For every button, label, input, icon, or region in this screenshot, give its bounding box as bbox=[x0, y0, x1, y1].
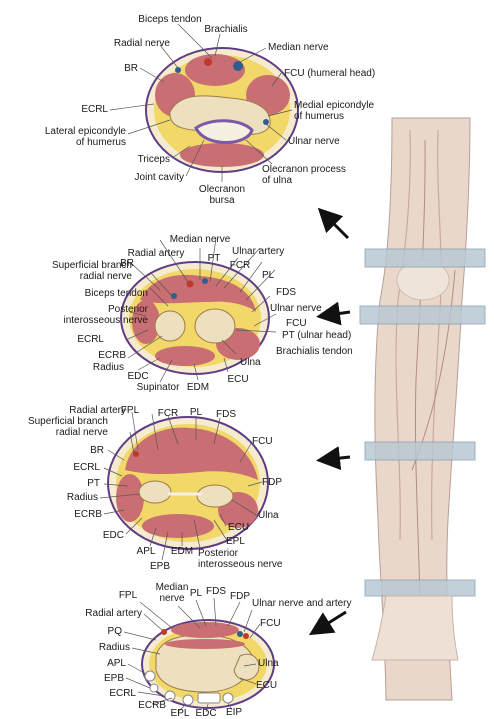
section-band-1 bbox=[365, 249, 485, 267]
label-joint-cavity: Joint cavity bbox=[135, 172, 184, 183]
label-ecrb-2: ECRB bbox=[98, 350, 126, 361]
section-band-4 bbox=[365, 580, 475, 596]
label-supinator: Supinator bbox=[137, 382, 180, 393]
label-edm-2: EDM bbox=[187, 382, 209, 393]
label-fcu-3: FCU bbox=[252, 436, 273, 447]
label-brachialis: Brachialis bbox=[204, 24, 247, 35]
label-fpl-3: FPL bbox=[121, 405, 139, 416]
label-fds-4: FDS bbox=[206, 586, 226, 597]
label-ulna-4: Ulna bbox=[258, 658, 279, 669]
label-ulnar-nerve: Ulnar nerve bbox=[288, 136, 340, 147]
label-apl-4: APL bbox=[107, 658, 126, 669]
label-fdp-4: FDP bbox=[230, 591, 250, 602]
label-ecu-3: ECU bbox=[228, 522, 249, 533]
label-epl-4: EPL bbox=[171, 708, 190, 719]
label-pt-2: PT bbox=[208, 253, 221, 264]
arrow-4 bbox=[314, 612, 346, 632]
label-radial-artery-4: Radial artery bbox=[85, 608, 142, 619]
label-radius-4: Radius bbox=[99, 642, 130, 653]
forearm-illustration bbox=[360, 118, 485, 700]
label-fds-2: FDS bbox=[276, 287, 296, 298]
label-fpl-4: FPL bbox=[119, 590, 137, 601]
label-epb-4: EPB bbox=[104, 673, 124, 684]
section-band-2 bbox=[360, 306, 485, 324]
label-radial-nerve: Radial nerve bbox=[114, 38, 170, 49]
label-eip: EIP bbox=[226, 707, 242, 718]
label-fcu-humeral-head: FCU (humeral head) bbox=[284, 68, 375, 79]
label-edc-3: EDC bbox=[103, 530, 124, 541]
label-medial-epicondyle: Medial epicondyle of humerus bbox=[294, 100, 374, 122]
label-median-nerve-4: Median nerve bbox=[156, 582, 189, 604]
section-wrist bbox=[124, 598, 274, 712]
label-fcu-2: FCU bbox=[286, 318, 307, 329]
label-fcr-3: FCR bbox=[158, 408, 179, 419]
section-band-3 bbox=[365, 442, 475, 460]
label-edc-2: EDC bbox=[127, 371, 148, 382]
label-median-nerve: Median nerve bbox=[268, 42, 329, 53]
label-edm-3: EDM bbox=[171, 546, 193, 557]
label-fdp-3: FDP bbox=[262, 477, 282, 488]
label-posterior-interosseous-2: Posterior interosseous nerve bbox=[64, 304, 149, 326]
label-radius-2: Radius bbox=[93, 362, 124, 373]
label-median-nerve-2: Median nerve bbox=[170, 234, 231, 245]
arrow-1 bbox=[322, 212, 348, 238]
label-epb-3: EPB bbox=[150, 561, 170, 572]
label-ulna-2: Ulna bbox=[240, 357, 261, 368]
label-olecranon-process: Olecranon process of ulna bbox=[262, 164, 346, 186]
label-pq: PQ bbox=[108, 626, 122, 637]
label-olecranon-bursa: Olecranon bursa bbox=[199, 184, 245, 206]
label-biceps-tendon: Biceps tendon bbox=[138, 14, 201, 25]
label-radius-3: Radius bbox=[67, 492, 98, 503]
label-radial-artery-2: Radial artery bbox=[128, 248, 185, 259]
label-ecrb-3: ECRB bbox=[74, 509, 102, 520]
label-pt-3: PT bbox=[87, 478, 100, 489]
arrow-2 bbox=[322, 312, 350, 316]
label-superficial-branch-2: Superficial branch radial nerve bbox=[52, 260, 132, 282]
label-ulnar-nerve-artery: Ulnar nerve and artery bbox=[252, 598, 352, 609]
label-ecrl-3: ECRL bbox=[73, 462, 100, 473]
label-ulnar-nerve-2: Ulnar nerve bbox=[270, 303, 322, 314]
label-br: BR bbox=[124, 63, 138, 74]
label-ecrl-4: ECRL bbox=[109, 688, 136, 699]
label-lateral-epicondyle: Lateral epicondyle of humerus bbox=[45, 126, 126, 148]
label-ecrb-4: ECRB bbox=[138, 700, 166, 711]
label-edc-4: EDC bbox=[195, 708, 216, 719]
label-pl-4: PL bbox=[190, 588, 202, 599]
label-fds-3: FDS bbox=[216, 409, 236, 420]
label-apl-3: APL bbox=[137, 546, 156, 557]
label-fcr-2: FCR bbox=[230, 260, 251, 271]
label-posterior-interosseous-3: Posterior interosseous nerve bbox=[198, 548, 283, 570]
label-superficial-branch-3: Superficial branch radial nerve bbox=[28, 416, 108, 438]
label-biceps-tendon-2: Biceps tendon bbox=[85, 288, 148, 299]
label-triceps: Triceps bbox=[138, 154, 170, 165]
label-fcu-4: FCU bbox=[260, 618, 281, 629]
label-ecu-4: ECU bbox=[256, 680, 277, 691]
label-ulna-3: Ulna bbox=[258, 510, 279, 521]
label-br-3: BR bbox=[90, 445, 104, 456]
arrow-3 bbox=[322, 457, 350, 460]
label-ecrl: ECRL bbox=[81, 104, 108, 115]
label-pl-2: PL bbox=[262, 270, 274, 281]
label-epl-3: EPL bbox=[226, 536, 245, 547]
label-radial-artery-3: Radial artery bbox=[69, 405, 126, 416]
label-ecu-2: ECU bbox=[227, 374, 248, 385]
label-pl-3: PL bbox=[190, 407, 202, 418]
label-pt-ulnar-head: PT (ulnar head) bbox=[282, 330, 351, 341]
label-brachialis-tendon: Brachialis tendon bbox=[276, 346, 353, 357]
label-ulnar-artery-2: Ulnar artery bbox=[232, 246, 284, 257]
label-ecrl-2: ECRL bbox=[77, 334, 104, 345]
